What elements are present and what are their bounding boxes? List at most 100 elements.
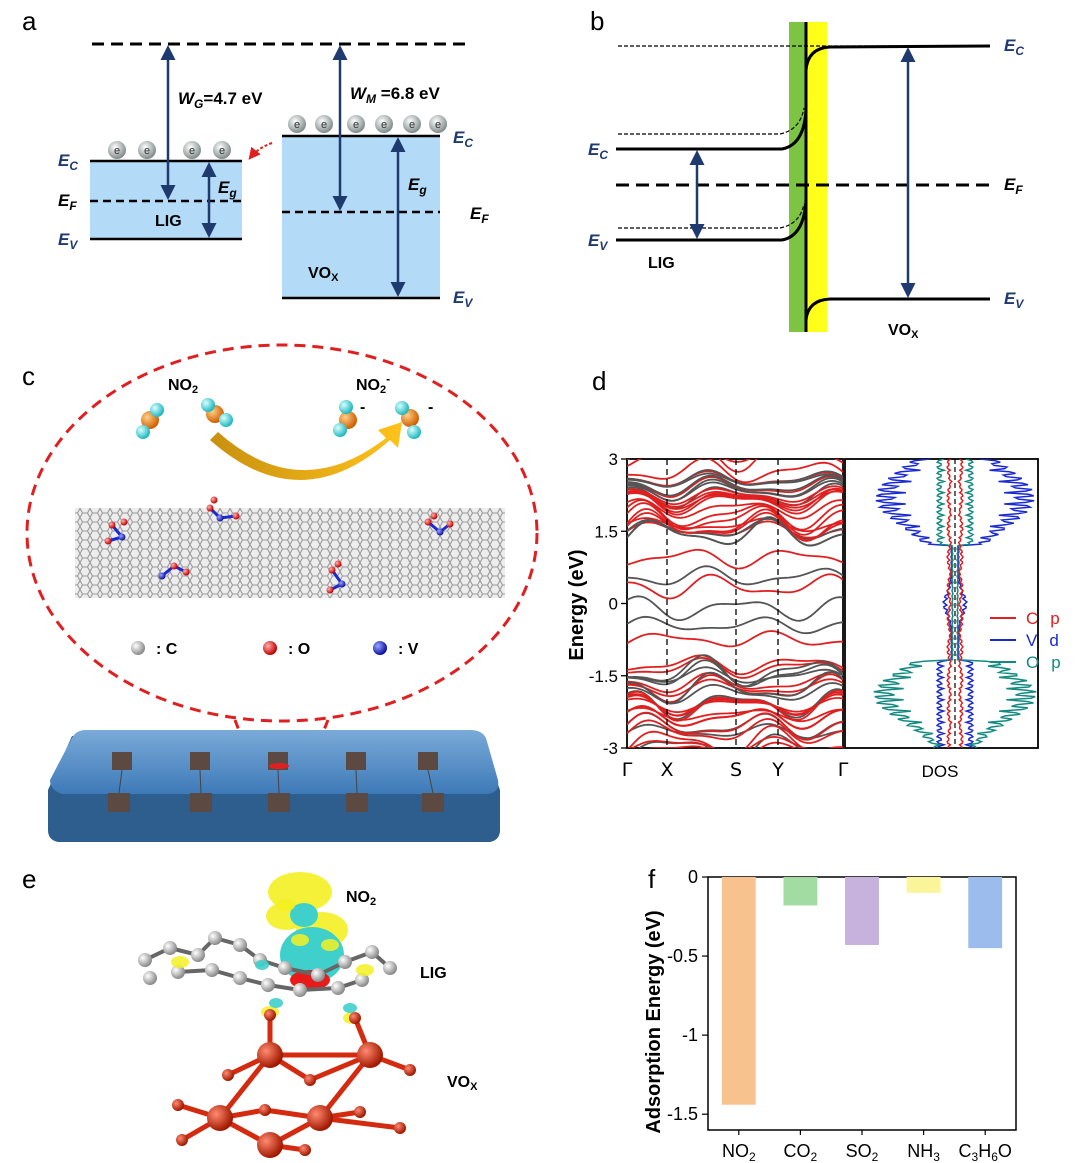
band-line <box>627 548 843 570</box>
x-tick-label: SO2 <box>846 1141 879 1163</box>
carbon-atom <box>331 981 345 995</box>
lig-name: LIG <box>155 213 182 230</box>
zoom-ellipse <box>25 343 539 723</box>
lig-depletion-region <box>789 22 805 332</box>
band-line <box>627 485 843 506</box>
ec-left-label: EC <box>588 140 608 162</box>
lig-ev-precontact <box>618 203 805 229</box>
x-tick-label: CO2 <box>784 1141 818 1163</box>
carbon-atom <box>208 931 222 945</box>
legend-o: : O <box>288 641 310 658</box>
kpoint-label: S <box>730 759 742 781</box>
band-line <box>627 693 843 717</box>
y-tick-label: 0 <box>688 867 698 887</box>
no2-molecules-right <box>333 400 421 439</box>
svg-text:e: e <box>189 145 195 157</box>
band-line <box>627 490 843 510</box>
no2-molecules-left <box>136 398 233 439</box>
band-line <box>627 717 843 744</box>
kpoint-label: Γ <box>838 759 849 781</box>
e-vox-label: VOX <box>447 1074 478 1093</box>
band-line <box>627 459 751 463</box>
ef-right-label: EF <box>1004 175 1023 197</box>
svg-text:e: e <box>144 145 150 157</box>
band-line <box>627 459 843 484</box>
zoom-line-left <box>233 719 270 796</box>
band-line <box>627 722 843 740</box>
svg-text:e: e <box>353 119 359 131</box>
vanadium-atom <box>257 1042 283 1068</box>
x-tick-label: NH3 <box>907 1141 940 1163</box>
panel-c: c <box>22 343 539 842</box>
panel-e-label: e <box>22 864 36 894</box>
carbon-atom <box>163 941 177 955</box>
band-line <box>627 487 843 508</box>
band-line <box>648 741 797 748</box>
panel-a-label: a <box>22 6 37 36</box>
carbon-atom <box>293 983 307 997</box>
x-tick-label: NO2 <box>722 1141 756 1163</box>
ev-right-label: EV <box>1004 289 1024 311</box>
lig-ef-label: EF <box>58 191 77 213</box>
lig-ev-label: EV <box>58 230 78 252</box>
band-line <box>627 516 843 547</box>
band-line <box>627 704 843 730</box>
band-line <box>627 565 843 586</box>
band-line <box>627 511 843 541</box>
bar-c3h6o <box>968 877 1003 949</box>
y-tick-label: 3 <box>609 450 618 469</box>
kpoint-label: Γ <box>622 759 633 781</box>
band-line <box>627 469 843 488</box>
atom-legend: : C : O : V <box>131 641 419 658</box>
oxygen-atom <box>304 1074 316 1086</box>
band-line <box>627 689 843 722</box>
dos-label: DOS <box>922 762 959 781</box>
oxygen-atom <box>176 1134 188 1146</box>
carbon-atom <box>278 961 292 975</box>
electrons-vox: e e e e e e <box>288 115 447 133</box>
band-line <box>627 459 843 473</box>
oxygen-atom <box>354 1106 366 1118</box>
vox-ev-label: EV <box>453 288 473 310</box>
y-tick-label: 1.5 <box>594 522 618 541</box>
vox-label: VOX <box>888 322 919 341</box>
band-line <box>627 490 843 516</box>
dos-plot <box>844 458 1039 749</box>
y-tick-label: -3 <box>603 739 618 758</box>
ev-left-label: EV <box>588 231 608 253</box>
band-ylabel: Energy (eV) <box>566 549 588 660</box>
oxygen-atom <box>222 1069 234 1081</box>
carbon-atom <box>205 963 219 977</box>
y-tick-label: -0.5 <box>667 946 698 966</box>
band-line <box>627 498 843 520</box>
electrons-lig: e e e e <box>108 141 231 159</box>
band-line <box>627 517 843 533</box>
vox-band-box <box>282 136 440 298</box>
band-line <box>627 724 843 748</box>
kpoint-label: X <box>660 759 673 781</box>
lig-label: LIG <box>648 255 675 272</box>
panel-b-label: b <box>590 6 604 36</box>
dos-v-d <box>956 459 1035 748</box>
carbon-atom <box>143 971 157 985</box>
oxygen-atom <box>394 1122 406 1134</box>
carbon-atom <box>355 973 369 987</box>
band-line <box>627 656 843 679</box>
vanadium-atom <box>207 1105 233 1131</box>
vox-eg-label: Eg <box>408 175 427 197</box>
x-tick-label: C3H6O <box>959 1141 1012 1163</box>
panel-d-label: d <box>592 366 606 396</box>
band-line <box>627 502 843 536</box>
vox-name: VOX <box>308 265 339 284</box>
svg-text:e: e <box>381 119 387 131</box>
svg-text:e: e <box>409 119 415 131</box>
carbon-atom <box>365 945 379 959</box>
